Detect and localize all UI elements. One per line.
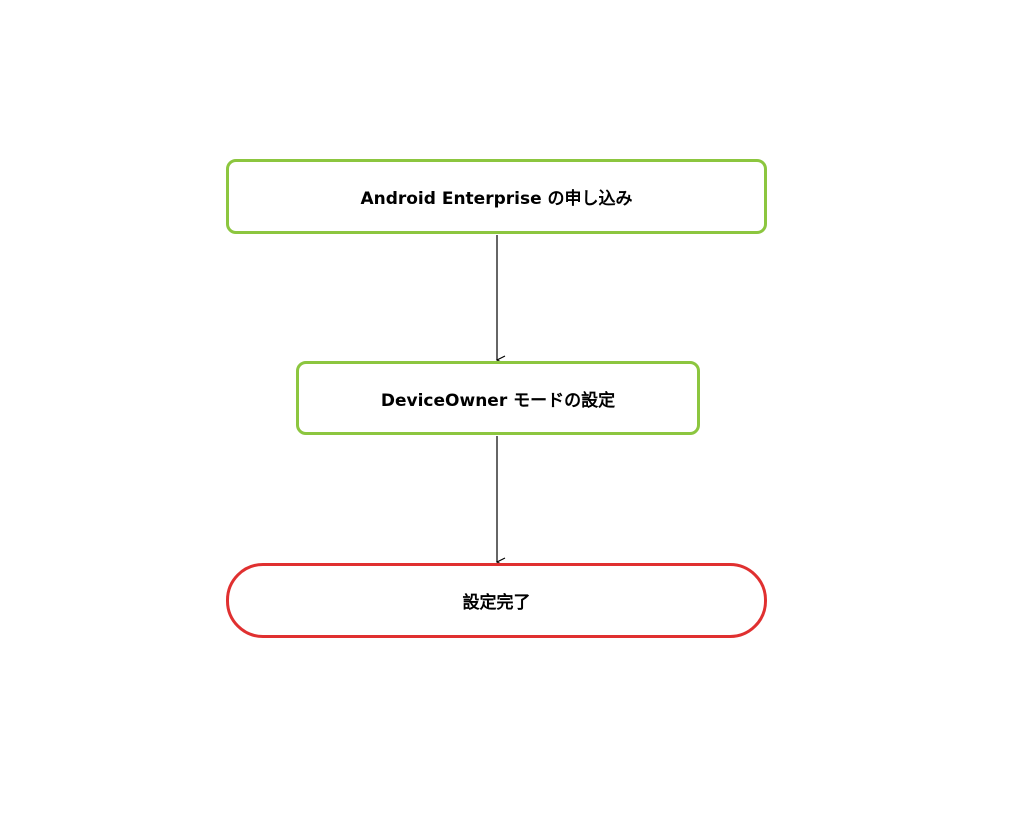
node-android-enterprise-application: Android Enterprise の申し込み — [226, 159, 767, 234]
node-label: Android Enterprise の申し込み — [360, 189, 633, 209]
node-label: DeviceOwner モードの設定 — [380, 390, 616, 411]
node-setup-complete: 設定完了 — [226, 563, 767, 638]
node-label: 設定完了 — [462, 593, 531, 613]
node-device-owner-mode-setup: DeviceOwner モードの設定 — [296, 361, 700, 435]
